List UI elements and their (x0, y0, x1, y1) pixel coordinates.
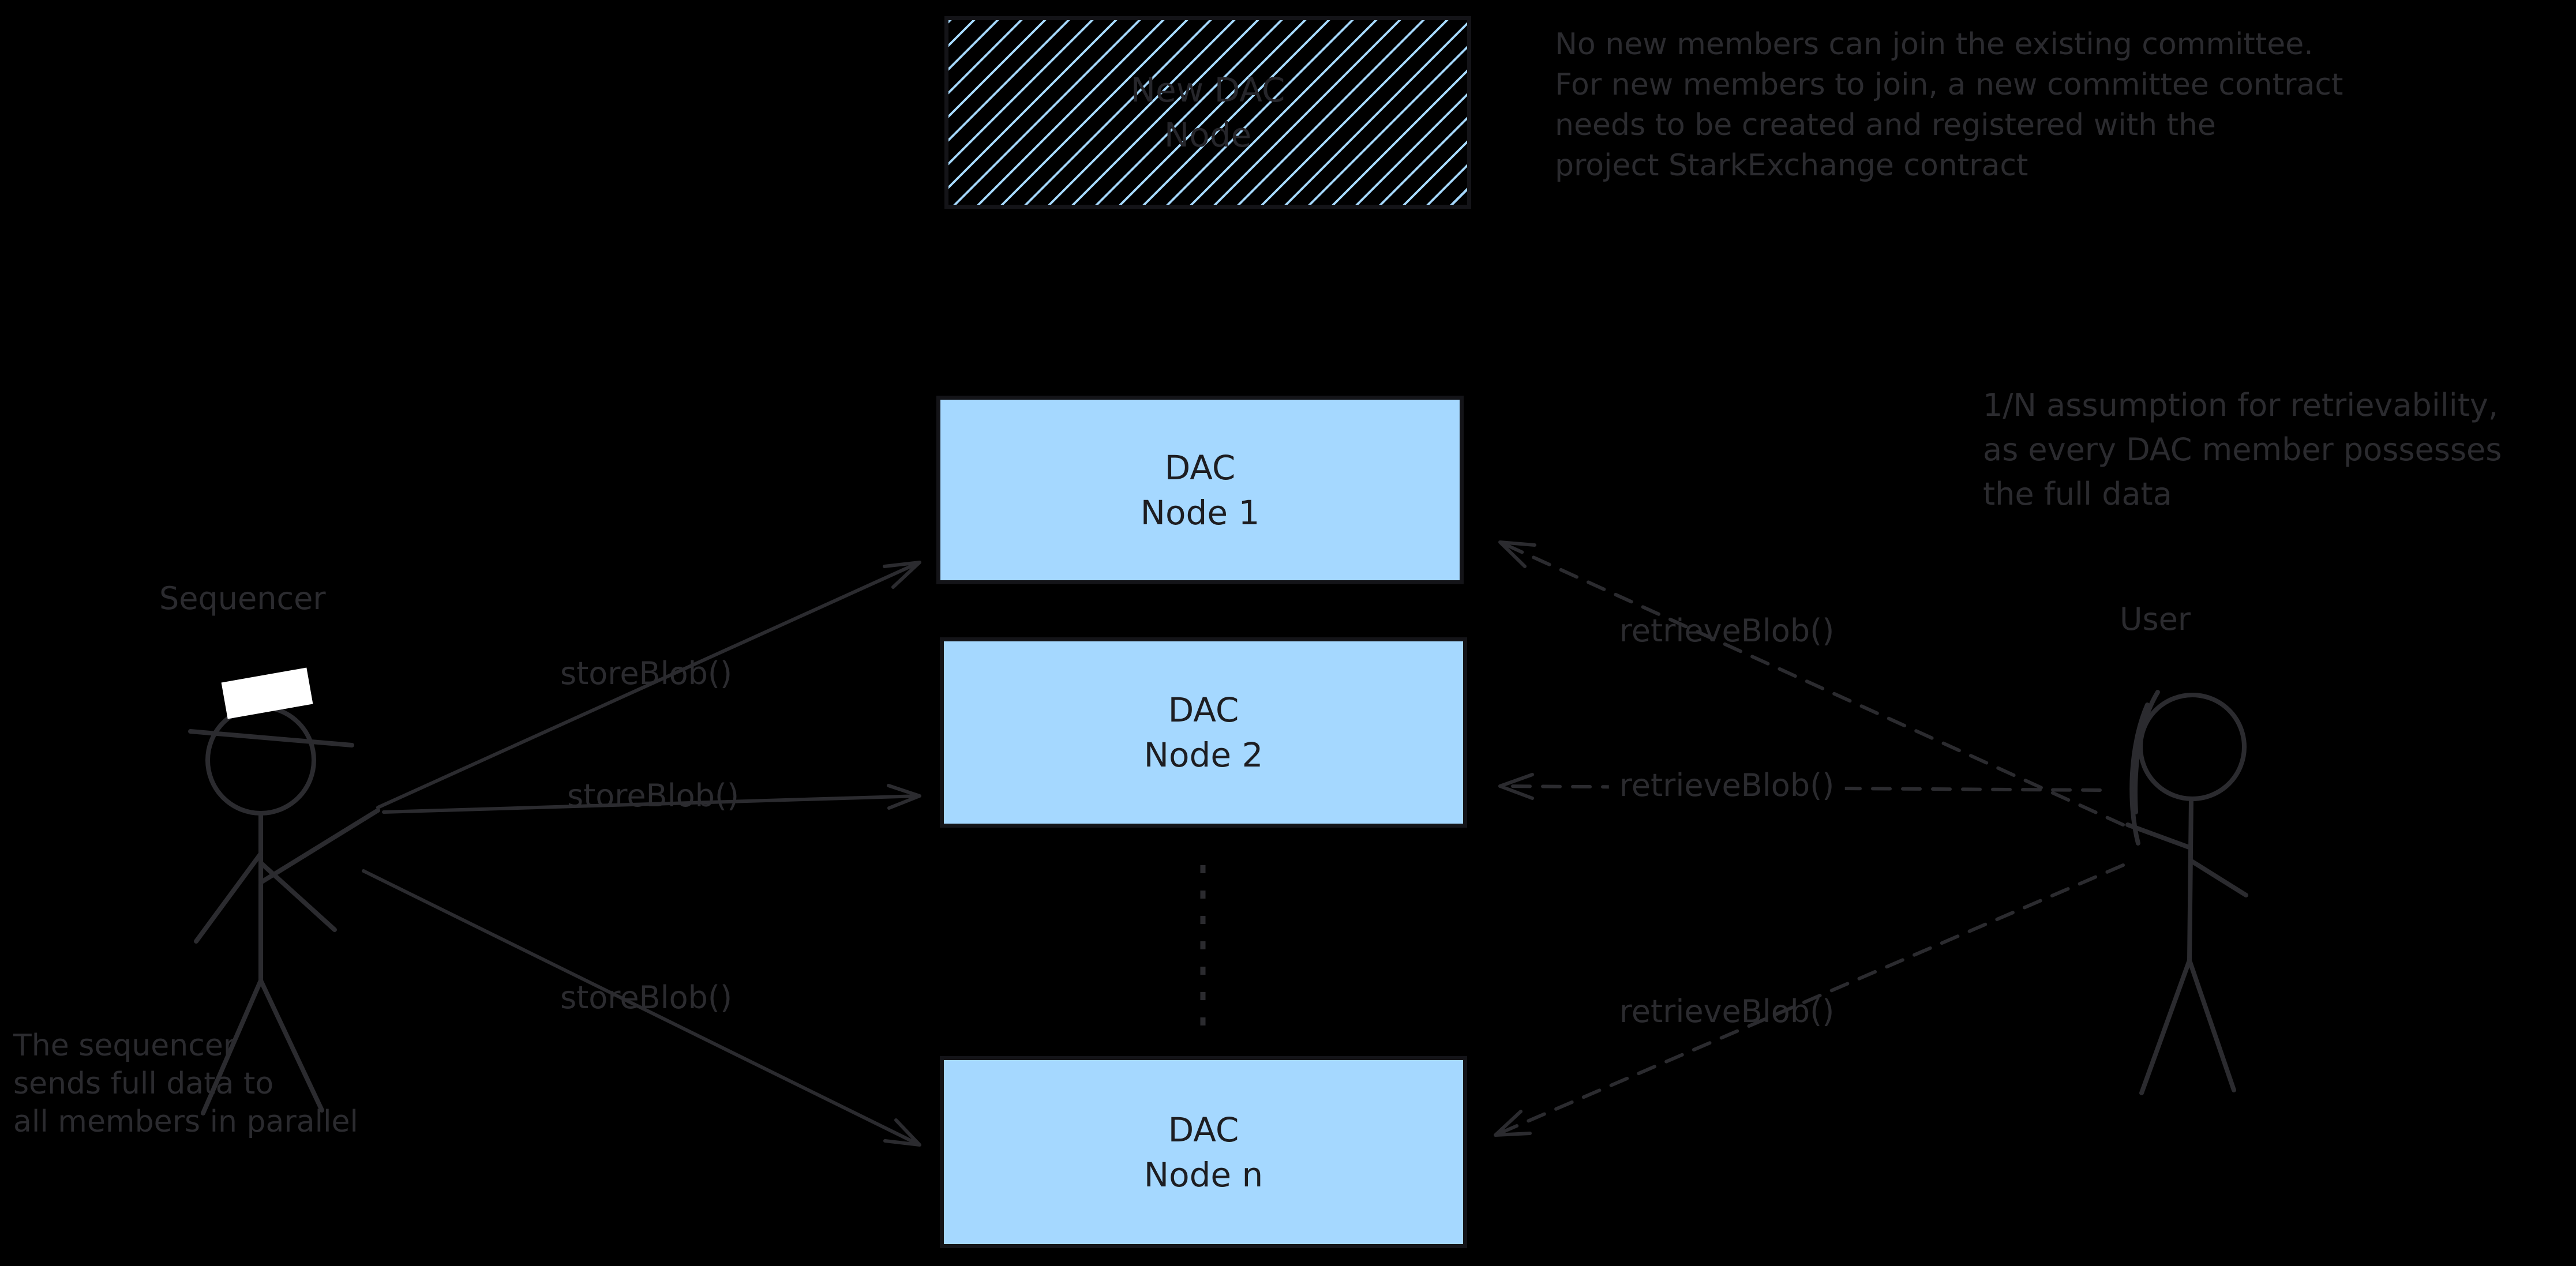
dac-node-1-box: DAC Node 1 (936, 396, 1464, 584)
committee-note-line: For new members to join, a new committee… (1555, 67, 2343, 102)
committee-note: No new members can join the existing com… (1555, 24, 2343, 186)
store-blob-arrow-1 (376, 561, 921, 809)
user-figure (2125, 690, 2248, 1095)
dac-node-n-label-line1: DAC (1168, 1110, 1239, 1149)
retrieve-blob-arrowhead-2 (1498, 773, 1534, 800)
dac-node-n-label-line2: Node n (1143, 1155, 1263, 1194)
retrievability-note-line: the full data (1983, 476, 2172, 512)
retrievability-note-line: 1/N assumption for retrievability, (1983, 387, 2499, 423)
store-blob-label-2: storeBlob() (567, 777, 740, 814)
sequencer-figure (188, 667, 380, 1115)
committee-note-line: No new members can join the existing com… (1555, 27, 2313, 62)
sequencer-note-line: all members in parallel (13, 1105, 358, 1139)
retrieve-blob-arrowhead-1 (1498, 540, 1536, 568)
retrieve-blob-label-1: retrieveBlob() (1619, 613, 1835, 649)
sequencer-note: The sequencer sends full data to all mem… (13, 1027, 358, 1141)
dac-node-2-box: DAC Node 2 (940, 637, 1467, 828)
retrieve-blob-arrow-3 (1494, 863, 2125, 1137)
committee-note-line: needs to be created and registered with … (1555, 108, 2216, 142)
new-dac-node-label-line2: Node (1164, 115, 1252, 155)
user-label: User (2120, 601, 2191, 637)
committee-note-line: project StarkExchange contract (1555, 148, 2028, 183)
new-dac-node-box: New DAC Node (944, 16, 1471, 209)
sequencer-label: Sequencer (159, 580, 326, 617)
dac-node-1-label-line2: Node 1 (1140, 493, 1260, 532)
store-blob-arrow-3 (362, 869, 921, 1147)
sequencer-hat (221, 667, 313, 719)
store-blob-label-1: storeBlob() (560, 655, 733, 692)
dac-node-2-label-line2: Node 2 (1143, 735, 1263, 775)
retrieve-blob-arrow-1 (1498, 540, 2125, 827)
retrievability-note-line: as every DAC member possesses (1983, 431, 2502, 468)
store-blob-arrow-2 (382, 784, 921, 814)
dac-node-1-label-line1: DAC (1164, 448, 1236, 487)
dac-node-n-box: DAC Node n (940, 1056, 1467, 1248)
retrieve-blob-label-2: retrieveBlob() (1608, 767, 1845, 803)
retrievability-note: 1/N assumption for retrievability, as ev… (1983, 383, 2502, 516)
sequencer-note-line: The sequencer (13, 1028, 236, 1063)
sequencer-note-line: sends full data to (13, 1066, 274, 1101)
store-blob-label-3: storeBlob() (560, 979, 733, 1016)
new-dac-node-label-line1: New DAC (1130, 70, 1285, 110)
retrieve-blob-arrowhead-3 (1494, 1110, 1532, 1137)
dac-node-2-label-line1: DAC (1168, 690, 1239, 730)
retrieve-blob-label-3: retrieveBlob() (1619, 993, 1835, 1030)
